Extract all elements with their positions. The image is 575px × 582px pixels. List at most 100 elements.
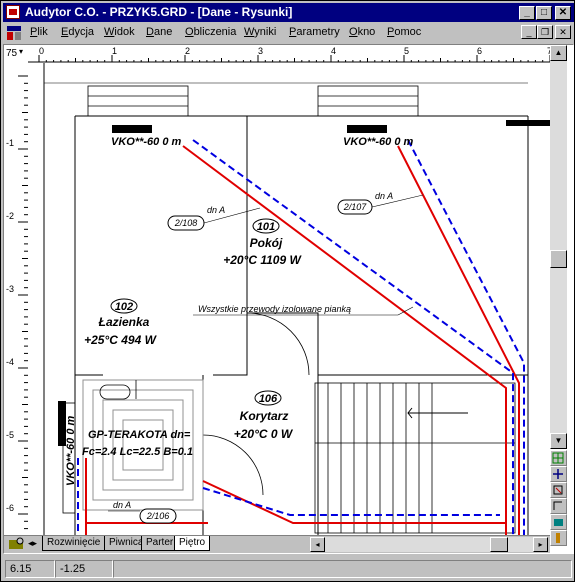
tab-scroll-first[interactable]: ◂▸ bbox=[28, 538, 38, 548]
menu-parametry[interactable]: Parametry bbox=[289, 26, 340, 38]
svg-text:106: 106 bbox=[259, 393, 278, 405]
scroll-right-button[interactable]: ▸ bbox=[533, 537, 548, 552]
pipe-dn-a-3: dn A bbox=[113, 500, 131, 510]
title-bar: Audytor C.O. - PRZYK5.GRD - [Dane - Rysu… bbox=[3, 3, 574, 22]
vruler-label-4: -4 bbox=[6, 357, 14, 367]
hruler-label-1: 1 bbox=[112, 46, 117, 56]
bathroom-fixtures bbox=[99, 380, 137, 400]
horizontal-ruler: 0 1 2 3 4 5 6 7 bbox=[28, 45, 550, 64]
zoom-grid-icon[interactable] bbox=[550, 450, 567, 466]
menu-obliczenia[interactable]: Obliczenia bbox=[185, 26, 237, 38]
menu-dane[interactable]: Dane bbox=[146, 26, 173, 38]
pipe-tag-106[interactable] bbox=[139, 508, 177, 524]
room-106[interactable]: 106 Korytarz +20°C 0 W bbox=[234, 390, 294, 441]
status-message bbox=[113, 560, 572, 578]
radiator-top-right[interactable] bbox=[347, 125, 387, 133]
room-101[interactable]: 101 Pokój +20°C 1109 W bbox=[223, 218, 302, 267]
measure-icon[interactable] bbox=[550, 514, 567, 530]
svg-text:101: 101 bbox=[257, 221, 275, 233]
menu-plik[interactable]: Plik bbox=[30, 26, 48, 38]
status-bar: 6.15 -1.25 bbox=[3, 558, 574, 580]
insulation-note: Wszystkie przewody izolowane pianką bbox=[198, 304, 351, 314]
vruler-label-2: -2 bbox=[6, 211, 14, 221]
tab-parter[interactable]: Parter bbox=[141, 536, 179, 551]
horizontal-scroll-thumb[interactable] bbox=[490, 537, 508, 552]
stair-arrow bbox=[407, 407, 468, 419]
mdi-minimize-button[interactable]: _ bbox=[521, 25, 537, 39]
floor-heating-label-2: Fc=2.4 Lc=22.5 B=0.1 bbox=[82, 446, 193, 458]
svg-text:+20°C 1109 W: +20°C 1109 W bbox=[223, 253, 302, 267]
svg-text:102: 102 bbox=[115, 301, 133, 313]
zoom-label: 75 bbox=[6, 48, 18, 59]
vertical-scrollbar[interactable]: ▲ ▼ bbox=[550, 45, 567, 449]
vruler-label-6: -6 bbox=[6, 503, 14, 513]
scroll-up-button[interactable]: ▲ bbox=[550, 45, 567, 61]
hruler-label-2: 2 bbox=[185, 46, 190, 56]
radiator-top-left[interactable] bbox=[112, 125, 152, 133]
menu-widok[interactable]: Widok bbox=[104, 26, 135, 38]
draw-icon[interactable] bbox=[550, 498, 567, 514]
menu-bar: Plik Edycja Widok Dane Obliczenia Wyniki… bbox=[3, 23, 574, 43]
pipe-tag-108-label: 2/108 bbox=[174, 218, 198, 228]
window-title: Audytor C.O. - PRZYK5.GRD - [Dane - Rysu… bbox=[25, 5, 293, 19]
menu-edycja[interactable]: Edycja bbox=[61, 26, 95, 38]
menu-okno[interactable]: Okno bbox=[349, 26, 376, 38]
tab-pietro[interactable]: Piętro bbox=[174, 536, 211, 551]
vruler-label-1: -1 bbox=[6, 138, 14, 148]
door-arcs bbox=[202, 312, 310, 496]
hruler-label-6: 6 bbox=[477, 46, 482, 56]
tab-rozwiniecie[interactable]: Rozwinięcie bbox=[42, 536, 106, 551]
hand-icon[interactable] bbox=[550, 530, 567, 546]
maximize-button[interactable]: □ bbox=[536, 6, 552, 20]
floor-heating-label-1: GP-TERAKOTA dn= bbox=[88, 429, 191, 441]
document-icon[interactable] bbox=[6, 25, 22, 41]
scroll-left-button[interactable]: ◂ bbox=[310, 537, 325, 552]
pipe-tag-107-label: 2/107 bbox=[343, 202, 368, 212]
svg-text:Korytarz: Korytarz bbox=[240, 409, 289, 423]
pan-icon[interactable] bbox=[550, 466, 567, 482]
radiator-label-top-left: VKO**-60 0 m bbox=[111, 136, 182, 148]
radiator-left[interactable] bbox=[58, 401, 66, 446]
svg-text:Pokój: Pokój bbox=[250, 236, 283, 250]
drawing-document: 75 ▾ 0 1 2 3 4 5 6 7 -1 -2 bbox=[3, 44, 574, 554]
scroll-down-button[interactable]: ▼ bbox=[550, 433, 567, 449]
hruler-label-4: 4 bbox=[331, 46, 336, 56]
minimize-button[interactable]: _ bbox=[519, 6, 535, 20]
menu-wyniki[interactable]: Wyniki bbox=[244, 26, 277, 38]
pipe-dn-a-1: dn A bbox=[207, 205, 225, 215]
tab-settings-icon[interactable] bbox=[6, 537, 28, 551]
return-pipes bbox=[77, 139, 525, 535]
horizontal-scrollbar[interactable]: ◂ ▸ bbox=[310, 537, 548, 552]
windows bbox=[62, 85, 419, 514]
hruler-label-5: 5 bbox=[404, 46, 409, 56]
mdi-restore-button[interactable]: ❐ bbox=[537, 25, 553, 39]
menu-pomoc[interactable]: Pomoc bbox=[387, 26, 422, 38]
zoom-dropdown-icon: ▾ bbox=[19, 47, 24, 56]
radiator-label-top-right: VKO**-60 0 m bbox=[343, 136, 414, 148]
radiator-label-left: VKO**-60 0 m bbox=[65, 415, 77, 486]
status-x: 6.15 bbox=[5, 560, 55, 578]
mdi-close-button[interactable]: ✕ bbox=[555, 25, 571, 39]
svg-text:Łazienka: Łazienka bbox=[98, 315, 150, 329]
vruler-label-3: -3 bbox=[6, 284, 14, 294]
zoom-indicator[interactable]: 75 ▾ bbox=[4, 45, 29, 64]
vertical-scroll-thumb[interactable] bbox=[550, 250, 567, 268]
hruler-label-7: 7 bbox=[547, 46, 550, 56]
pipe-dn-a-2: dn A bbox=[375, 191, 393, 201]
pipe-tag-106-label: 2/106 bbox=[146, 511, 170, 521]
staircase bbox=[314, 382, 516, 534]
app-icon[interactable] bbox=[6, 5, 20, 19]
hruler-label-3: 3 bbox=[258, 46, 263, 56]
svg-text:+20°C 0 W: +20°C 0 W bbox=[234, 427, 294, 441]
drawing-canvas[interactable]: VKO**-60 0 m VKO**-60 0 m VKO**-60 0 m 1… bbox=[28, 63, 550, 535]
close-button[interactable]: ✕ bbox=[555, 6, 571, 20]
floor-tabs: ◂▸ Rozwinięcie Piwnica Parter Piętro ◂ ▸ bbox=[4, 535, 550, 553]
floor-heating bbox=[82, 379, 204, 511]
vruler-label-5: -5 bbox=[6, 430, 14, 440]
vertical-ruler: -1 -2 -3 -4 -5 -6 bbox=[4, 63, 29, 535]
hruler-label-0: 0 bbox=[39, 46, 44, 56]
room-102[interactable]: 102 Łazienka +25°C 494 W bbox=[84, 298, 158, 347]
select-icon[interactable] bbox=[550, 482, 567, 498]
status-y: -1.25 bbox=[55, 560, 113, 578]
